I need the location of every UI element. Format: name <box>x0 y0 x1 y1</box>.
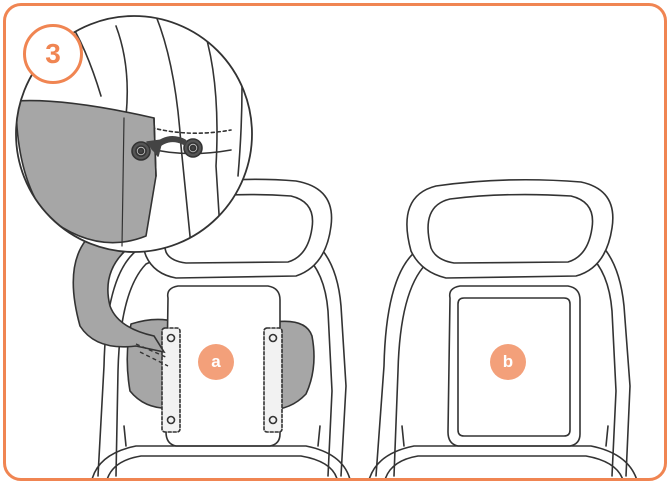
zoom-connector <box>72 239 166 354</box>
callout-label-b: b <box>490 344 526 380</box>
press-stud-icon <box>131 138 203 161</box>
instruction-panel: 3 a b <box>3 3 667 481</box>
callout-label-a: a <box>198 344 234 380</box>
right-car-seat <box>368 178 637 478</box>
curved-arrow-icon <box>146 136 187 157</box>
zoom-detail <box>15 15 253 253</box>
car-seat-illustration <box>15 15 637 478</box>
step-number-badge: 3 <box>23 24 83 84</box>
